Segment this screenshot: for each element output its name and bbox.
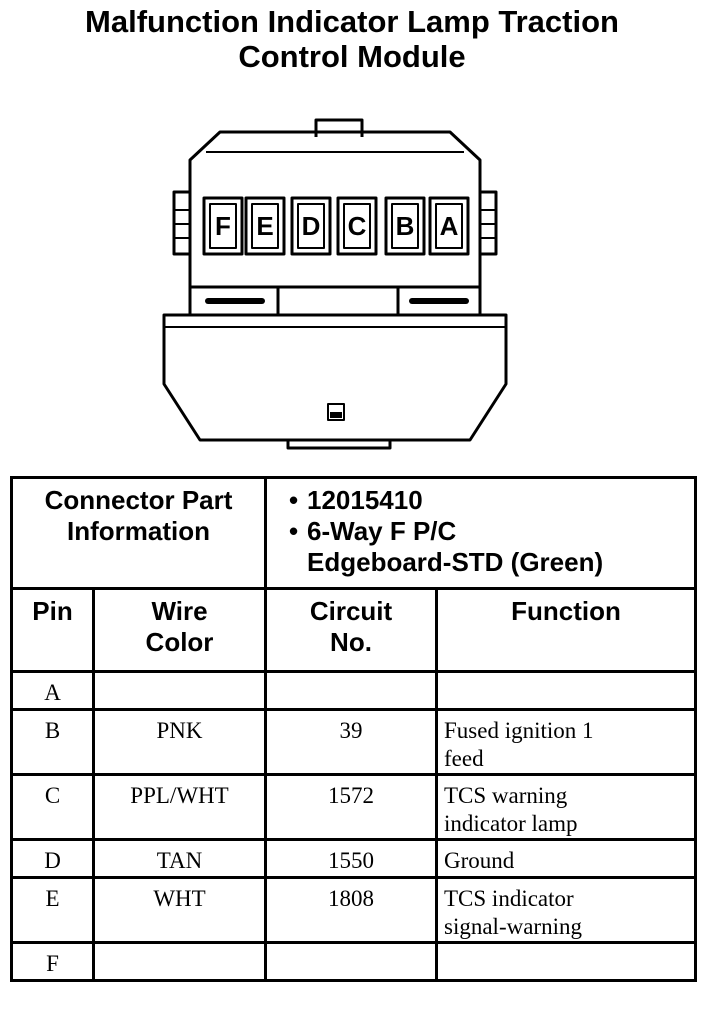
cavity-b (384, 196, 426, 256)
table-row: B PNK 39 Fused ignition 1 feed (10, 708, 698, 776)
function-cell: Fused ignition 1 feed (434, 708, 698, 776)
pin-cell: A (10, 670, 95, 711)
wire-color-cell: PPL/WHT (92, 773, 267, 841)
connector-description: •6-Way F P/C (289, 516, 457, 546)
connector-description-cont: Edgeboard-STD (Green) (307, 547, 604, 577)
title-line-2: Control Module (238, 39, 466, 74)
wire-color-cell: PNK (92, 708, 267, 776)
table-row: C PPL/WHT 1572 TCS warning indicator lam… (10, 773, 698, 841)
connector-top-latch (314, 118, 364, 137)
cavity-d (290, 196, 332, 256)
wire-color-cell: TAN (92, 838, 267, 879)
cavity-e (244, 196, 286, 256)
table-row: D TAN 1550 Ground (10, 838, 698, 879)
column-header-wire-color: Wire Color (92, 587, 267, 673)
cavity-label-e: E (256, 211, 273, 241)
column-header-pin: Pin (10, 587, 95, 673)
function-cell: Ground (434, 838, 698, 879)
cavity-a (428, 196, 470, 256)
cavity-label-d: D (302, 211, 321, 241)
connector-upper-housing (188, 130, 482, 287)
circuit-cell (264, 670, 438, 711)
connector-info-label: Connector Part Information (10, 476, 267, 590)
table-row: E WHT 1808 TCS indicator signal-warning (10, 876, 698, 944)
wire-color-cell (92, 670, 267, 711)
function-cell: TCS warning indicator lamp (434, 773, 698, 841)
circuit-cell: 1808 (264, 876, 438, 944)
page-title: Malfunction Indicator Lamp Traction Cont… (0, 4, 704, 74)
circuit-cell: 39 (264, 708, 438, 776)
function-cell (434, 670, 698, 711)
pin-cell: E (10, 876, 95, 944)
pin-cell: B (10, 708, 95, 776)
cavity-c (336, 196, 378, 256)
connector-lower-housing (162, 313, 508, 442)
table-row: A (10, 670, 698, 711)
circuit-cell: 1550 (264, 838, 438, 879)
connector-key (327, 403, 345, 421)
cavity-label-c: C (348, 211, 367, 241)
cavity-label-f: F (215, 211, 231, 241)
connector-info-value: •12015410 •6-Way F P/C Edgeboard-STD (Gr… (263, 476, 698, 590)
pin-cell: D (10, 838, 95, 879)
function-cell: TCS indicator signal-warning (434, 876, 698, 944)
wire-color-cell (92, 941, 267, 982)
cavity-label-a: A (440, 211, 459, 241)
table-row: F (10, 941, 698, 982)
pinout-table: Connector Part Information •12015410 •6-… (10, 476, 698, 982)
circuit-cell: 1572 (264, 773, 438, 841)
circuit-cell (264, 941, 438, 982)
column-header-function: Function (434, 587, 698, 673)
connector-middle-band (188, 285, 482, 317)
title-line-1: Malfunction Indicator Lamp Traction (85, 4, 619, 39)
wire-color-cell: WHT (92, 876, 267, 944)
part-number: •12015410 (289, 485, 423, 515)
connector-info-row: Connector Part Information •12015410 •6-… (10, 476, 698, 590)
connector-diagram: F E D C B A (162, 118, 508, 450)
column-header-circuit-no: Circuit No. (264, 587, 438, 673)
column-header-row: Pin Wire Color Circuit No. Function (10, 587, 698, 673)
pin-cell: C (10, 773, 95, 841)
cavity-label-b: B (396, 211, 415, 241)
cavity-f (202, 196, 244, 256)
pin-cell: F (10, 941, 95, 982)
function-cell (434, 941, 698, 982)
